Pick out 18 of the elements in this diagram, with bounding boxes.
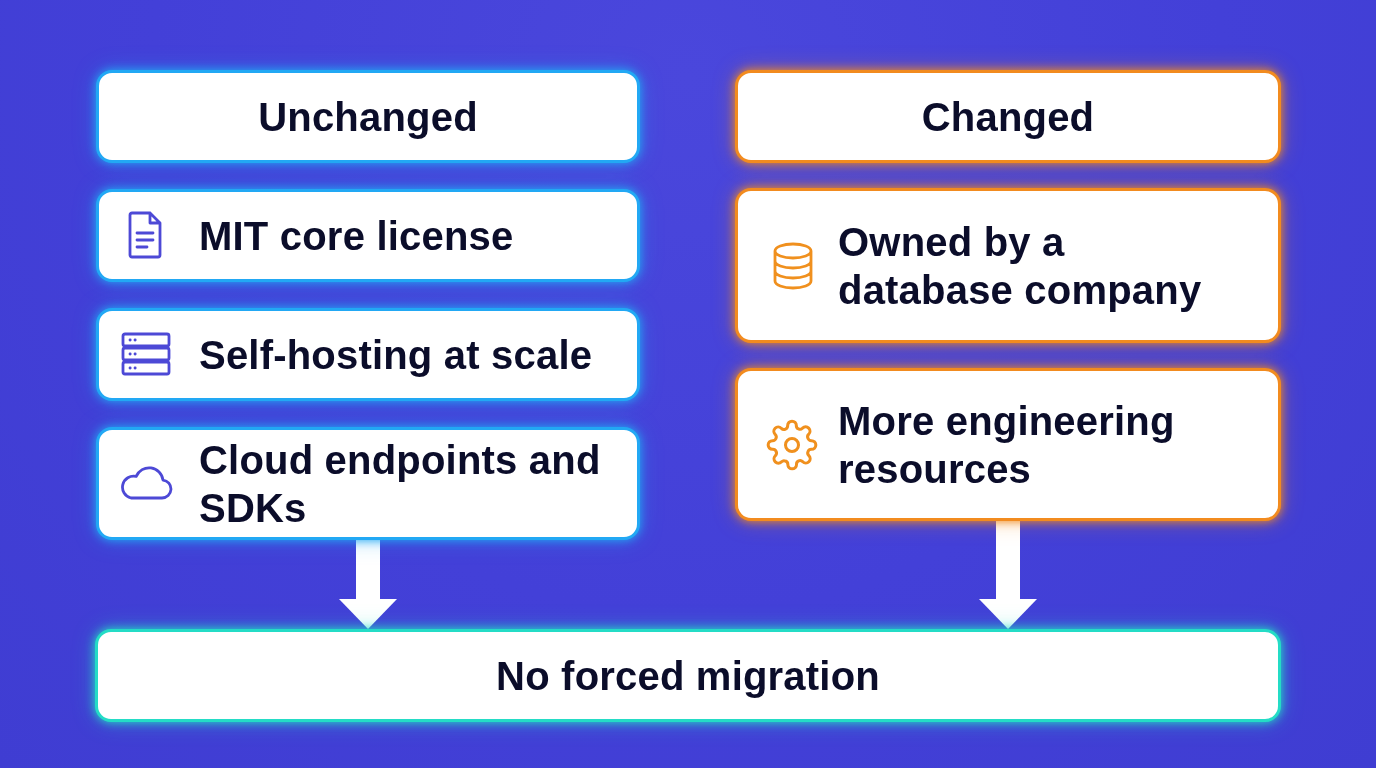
item-text: MIT core license xyxy=(199,212,514,260)
column-heading-box xyxy=(96,70,640,163)
down-arrow xyxy=(979,521,1037,629)
item-text: More engineering resources xyxy=(838,397,1176,493)
column-heading: Changed xyxy=(921,93,1095,141)
item-card xyxy=(96,189,640,282)
result-text: No forced migration xyxy=(496,652,880,700)
down-arrow xyxy=(339,540,397,629)
column-heading: Unchanged xyxy=(258,93,478,141)
item-card xyxy=(735,368,1281,521)
item-text: Cloud endpoints and SDKs xyxy=(199,436,602,532)
item-card xyxy=(96,427,640,540)
result-box xyxy=(95,629,1281,722)
item-card xyxy=(96,308,640,401)
item-card xyxy=(735,188,1281,343)
column-heading-box xyxy=(735,70,1281,163)
item-text: Owned by a database company xyxy=(838,218,1203,314)
item-text: Self-hosting at scale xyxy=(199,331,593,379)
